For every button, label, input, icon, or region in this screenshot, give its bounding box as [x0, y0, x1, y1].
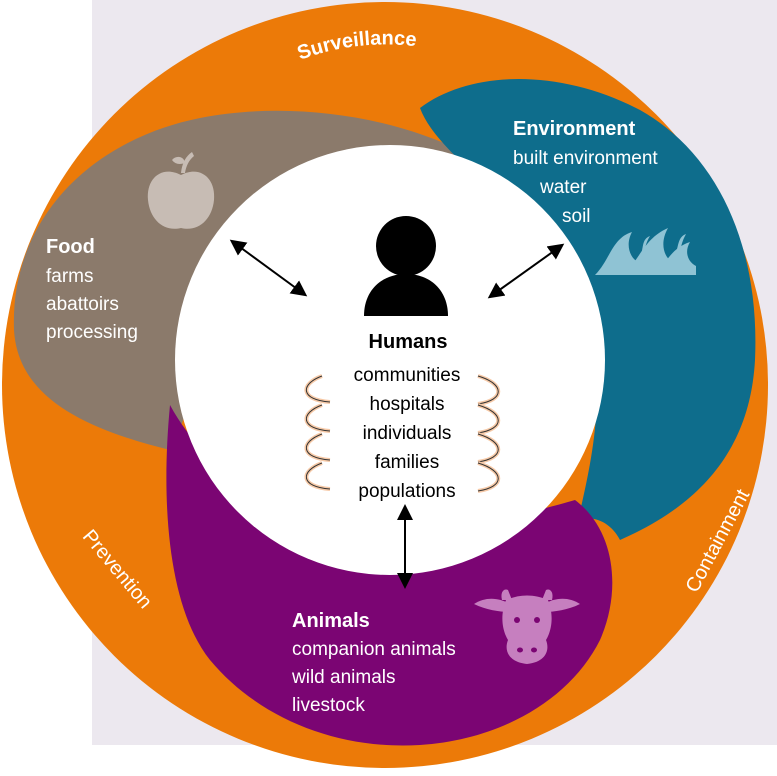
food-item-2: processing: [46, 322, 138, 343]
environment-item-0: built environment: [513, 148, 658, 169]
humans-center: [175, 145, 605, 575]
waves-icon: [595, 228, 696, 275]
humans-item-3: families: [375, 452, 439, 473]
food-segment: [13, 110, 505, 450]
environment-item-2: soil: [562, 206, 591, 227]
food-title: Food: [46, 236, 95, 258]
left-loop-arrows: [304, 374, 331, 491]
humans-item-0: communities: [354, 365, 461, 386]
right-loop-arrows: [477, 374, 500, 493]
person-icon: [364, 216, 448, 316]
food-item-0: farms: [46, 266, 94, 287]
cow-icon: [474, 589, 580, 664]
animals-item-0: companion animals: [292, 639, 456, 660]
food-item-1: abattoirs: [46, 294, 119, 315]
animals-segment: [166, 405, 613, 746]
apple-icon: [147, 152, 215, 229]
animals-item-1: wild animals: [291, 667, 395, 688]
humans-item-1: hospitals: [370, 394, 445, 415]
environment-title: Environment: [513, 118, 636, 140]
humans-item-2: individuals: [363, 423, 452, 444]
environment-item-1: water: [539, 177, 587, 198]
humans-title: Humans: [369, 331, 448, 353]
animals-title: Animals: [292, 610, 370, 632]
humans-item-4: populations: [358, 481, 455, 502]
animals-item-2: livestock: [292, 695, 365, 716]
arrow-food-humans: [229, 239, 308, 297]
arrow-environment-humans: [487, 243, 565, 299]
